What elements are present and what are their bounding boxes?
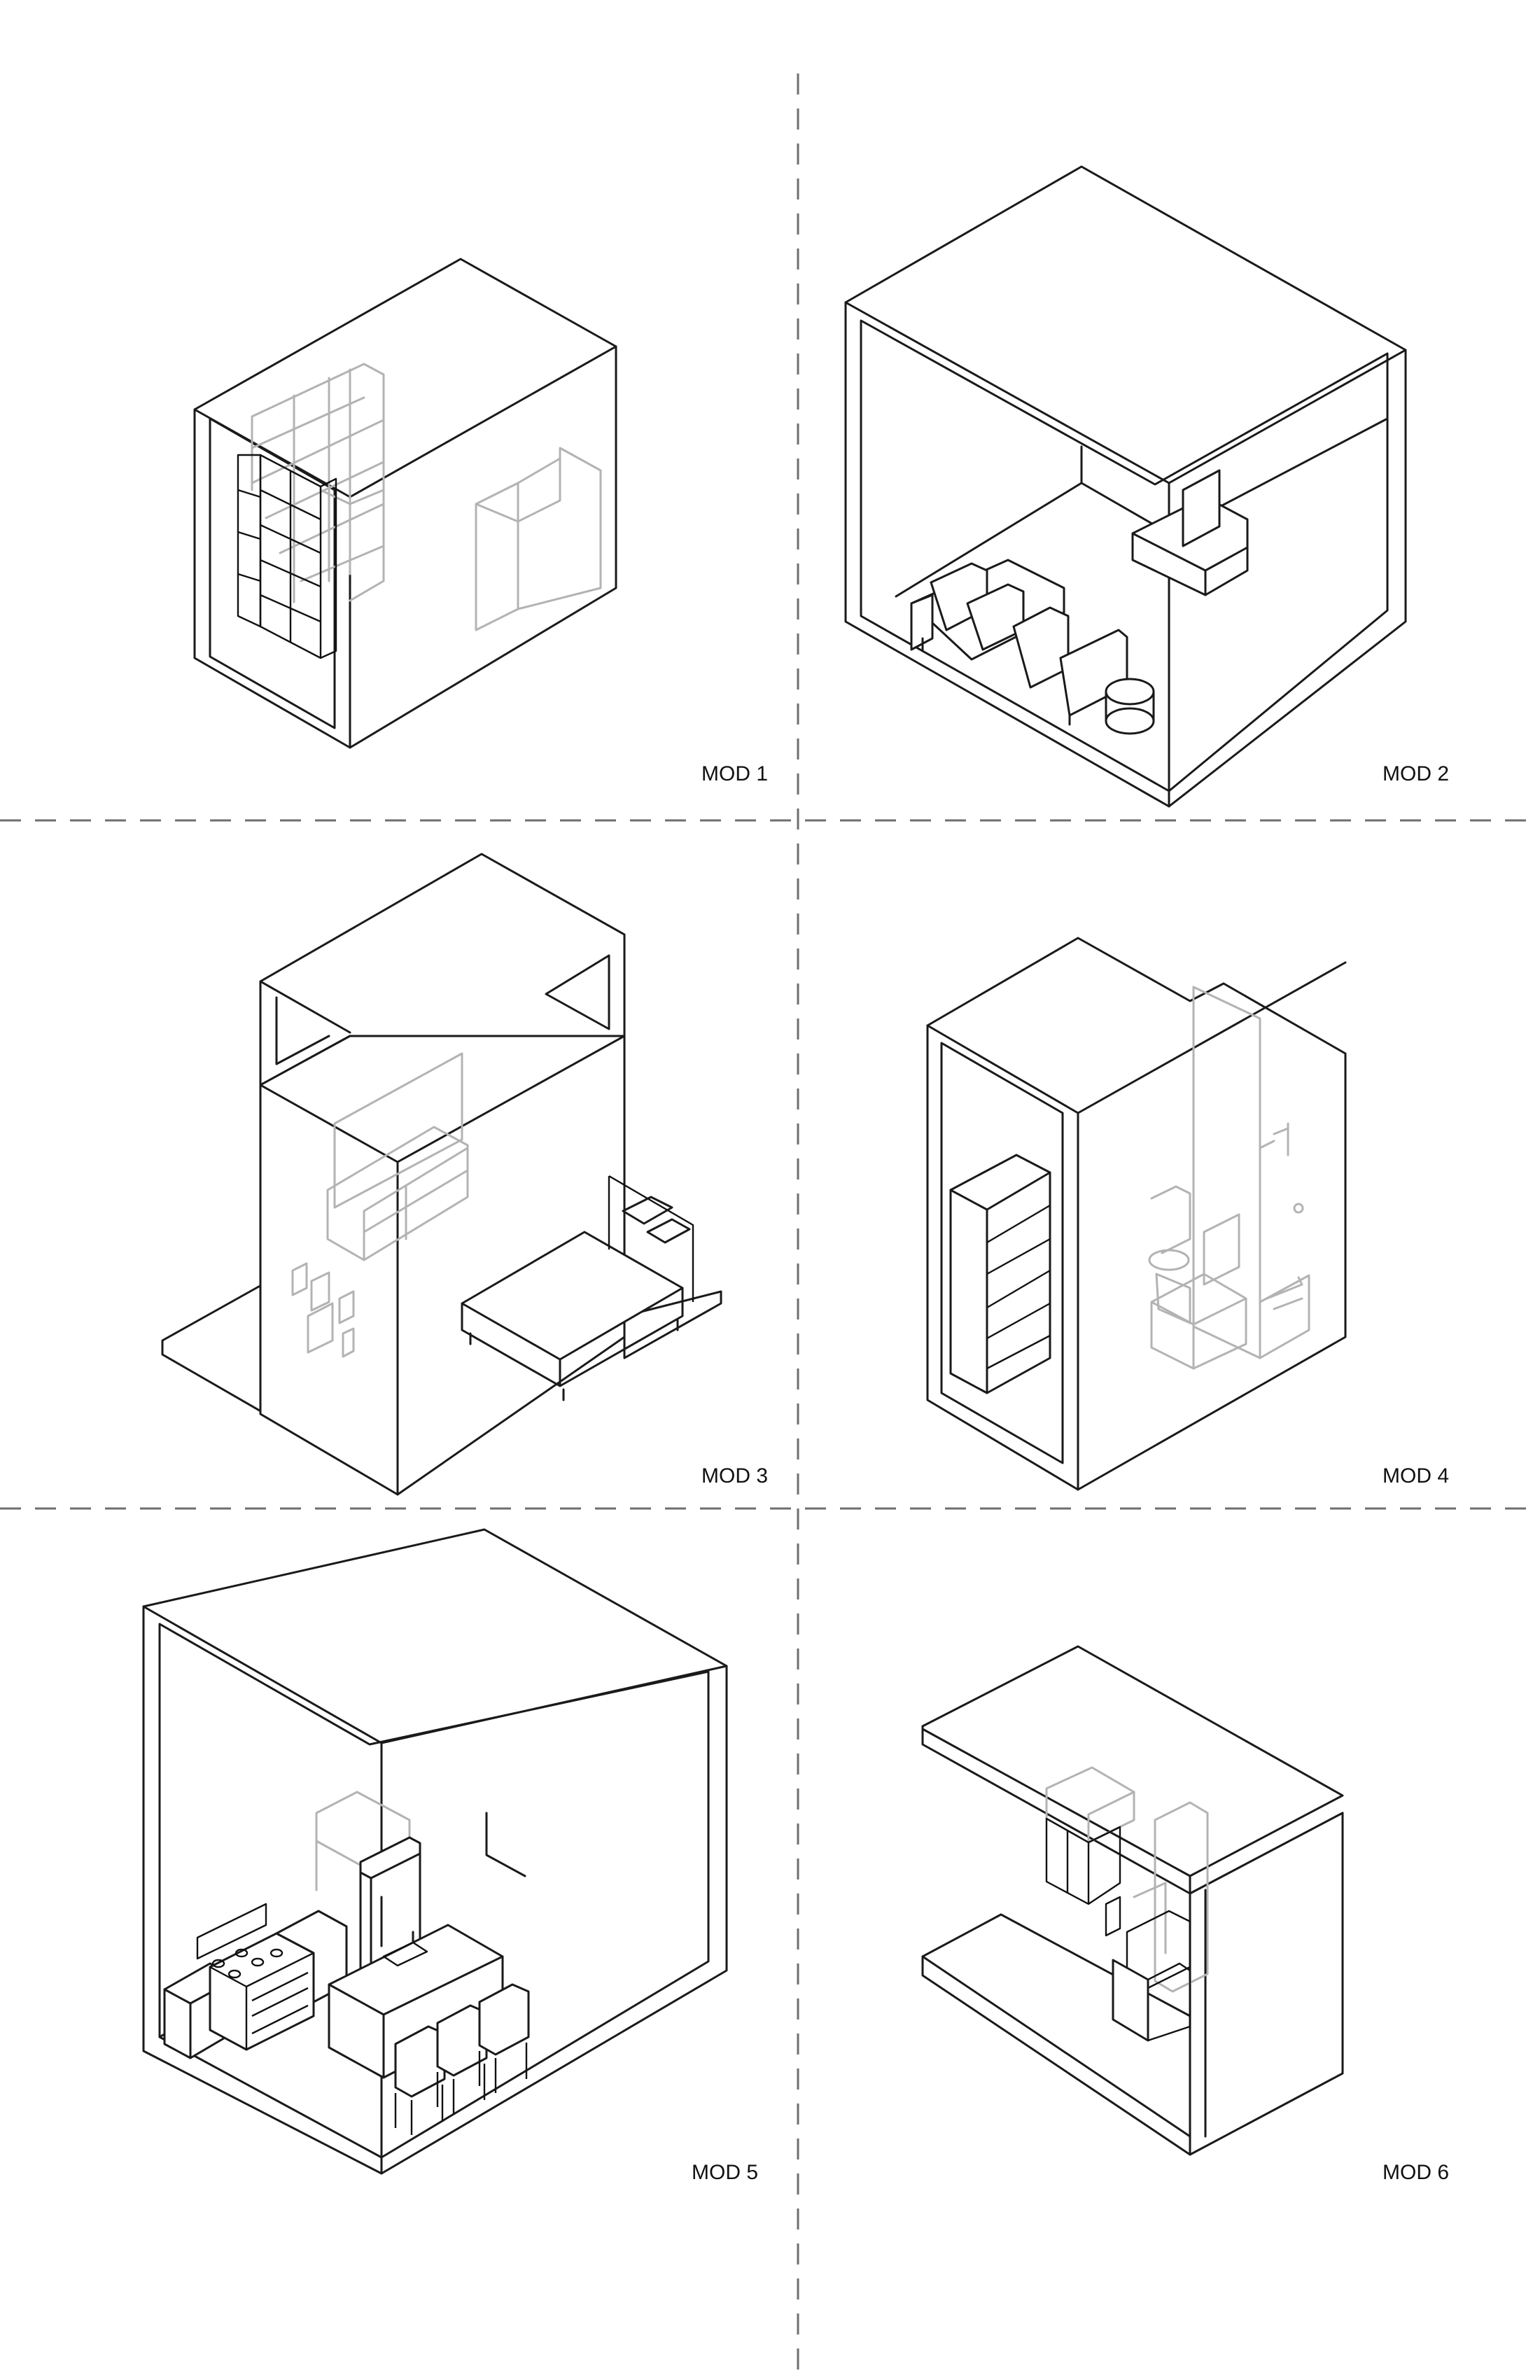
module-3-drawing: MOD 3 [161, 853, 768, 1496]
mod4-ghost-bathroom [1148, 986, 1310, 1370]
module-label: MOD 4 [1382, 1464, 1449, 1488]
mod1-ghost-shower [475, 447, 602, 631]
divider-lines [0, 74, 1540, 2370]
mod2-media-console [1131, 469, 1249, 596]
module-2-drawing: MOD 2 [844, 165, 1449, 808]
mod1-box [193, 258, 617, 749]
toilet-icon [1148, 1249, 1190, 1271]
module-label: MOD 5 [692, 2161, 758, 2184]
mod3-box [259, 1035, 626, 1496]
tv-icon [1182, 469, 1221, 547]
mod3-bed [461, 1175, 694, 1401]
mod6-roof [921, 1645, 1344, 1877]
mod6-floor [921, 1913, 1191, 2156]
module-label: MOD 2 [1382, 762, 1449, 785]
module-1-drawing: MOD 1 [193, 258, 768, 785]
module-6-drawing: MOD 6 [921, 1645, 1449, 2184]
mod4-bookshelf [949, 1154, 1051, 1394]
mod1-ghost-shelving [251, 363, 385, 603]
module-label: MOD 3 [701, 1464, 768, 1488]
mod6-cabinetry [1045, 1817, 1191, 2042]
mod5-bar-stools [394, 1983, 530, 2135]
module-5-drawing: MOD 5 [142, 1528, 758, 2184]
mod3-ghost-furniture [291, 1052, 469, 1358]
module-label: MOD 6 [1382, 2161, 1449, 2184]
sink-icon [382, 1941, 428, 1967]
frame-icon [291, 1262, 355, 1358]
module-4-drawing: MOD 4 [926, 937, 1449, 1491]
mod1-shelving-unit [237, 454, 337, 659]
module-label: MOD 1 [701, 762, 768, 785]
mod2-ottoman [1105, 678, 1155, 735]
